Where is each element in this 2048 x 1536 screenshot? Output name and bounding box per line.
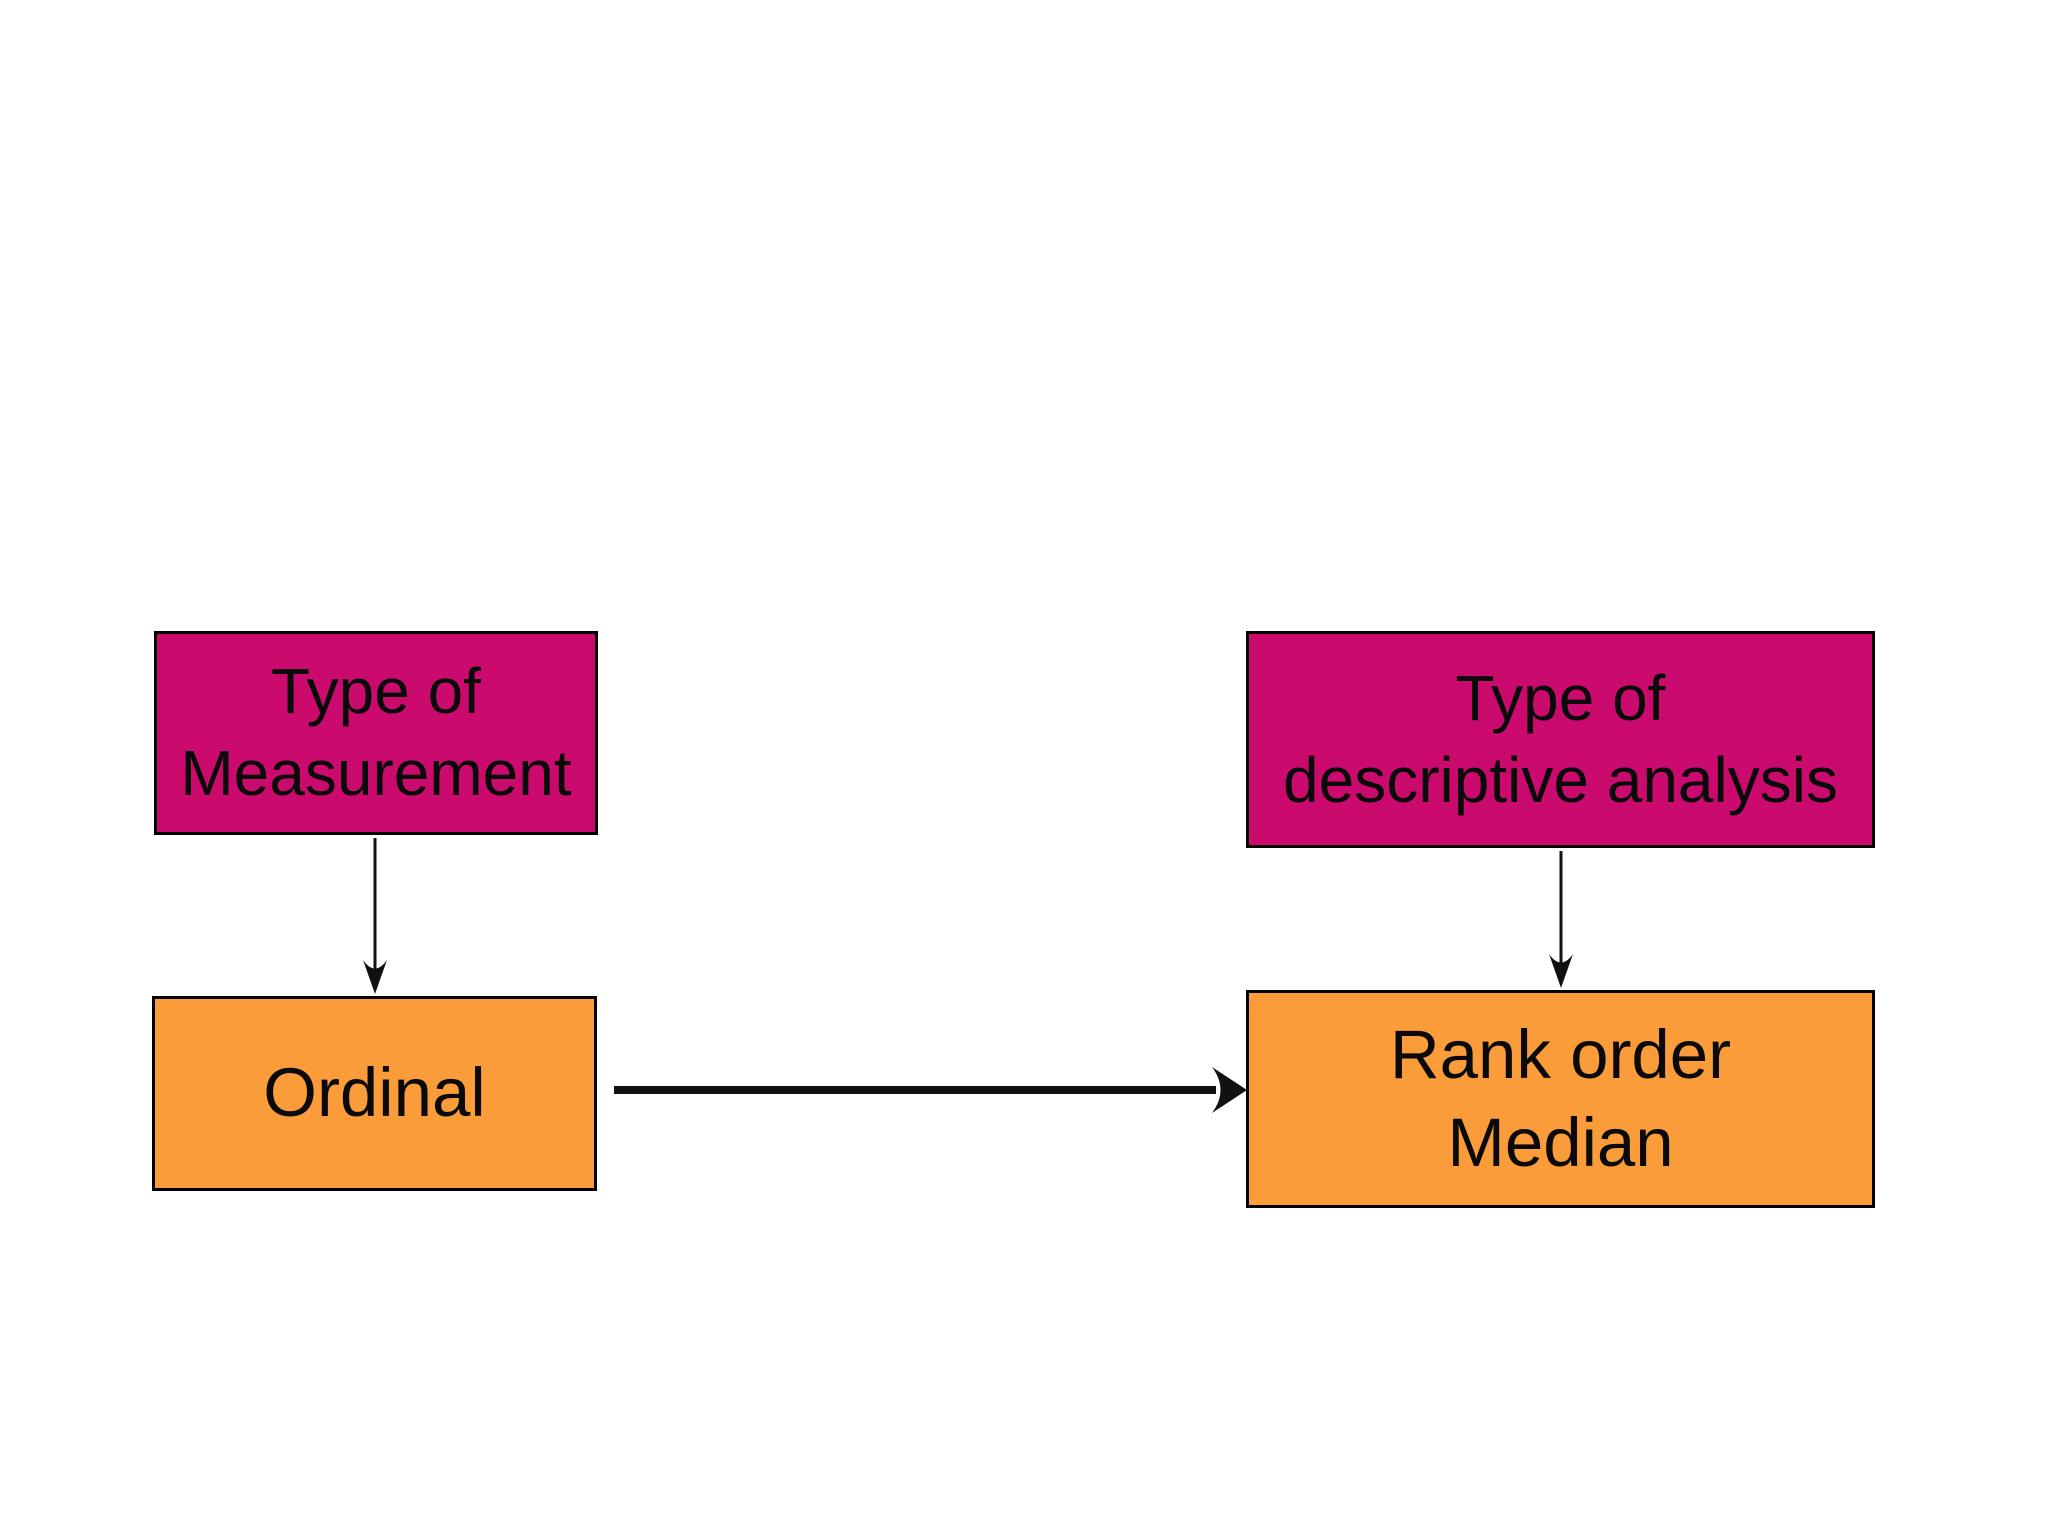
arrowhead-down-icon bbox=[363, 960, 387, 994]
arrow-ordinal-to-rank-order bbox=[614, 1067, 1247, 1113]
arrow-measurement-to-ordinal bbox=[363, 838, 387, 994]
arrowhead-down-icon bbox=[1549, 954, 1573, 988]
node-label-line: Median bbox=[1447, 1104, 1674, 1181]
node-label-line: Measurement bbox=[180, 737, 572, 809]
node-label-line: Rank order bbox=[1389, 1015, 1732, 1093]
arrow-descriptive-to-rank-order bbox=[1549, 851, 1573, 988]
node-rank-order-median: Rank order Median bbox=[1246, 990, 1875, 1208]
node-type-of-measurement: Type of Measurement bbox=[154, 631, 598, 835]
arrowhead-right-icon bbox=[1212, 1067, 1247, 1113]
node-ordinal: Ordinal bbox=[152, 996, 597, 1191]
node-label-line: Type of bbox=[1455, 661, 1666, 734]
node-type-of-descriptive-analysis: Type of descriptive analysis bbox=[1246, 631, 1875, 848]
node-label-line: Ordinal bbox=[263, 1054, 486, 1132]
node-label-line: Type of bbox=[271, 655, 481, 728]
node-label-line: descriptive analysis bbox=[1283, 743, 1838, 816]
